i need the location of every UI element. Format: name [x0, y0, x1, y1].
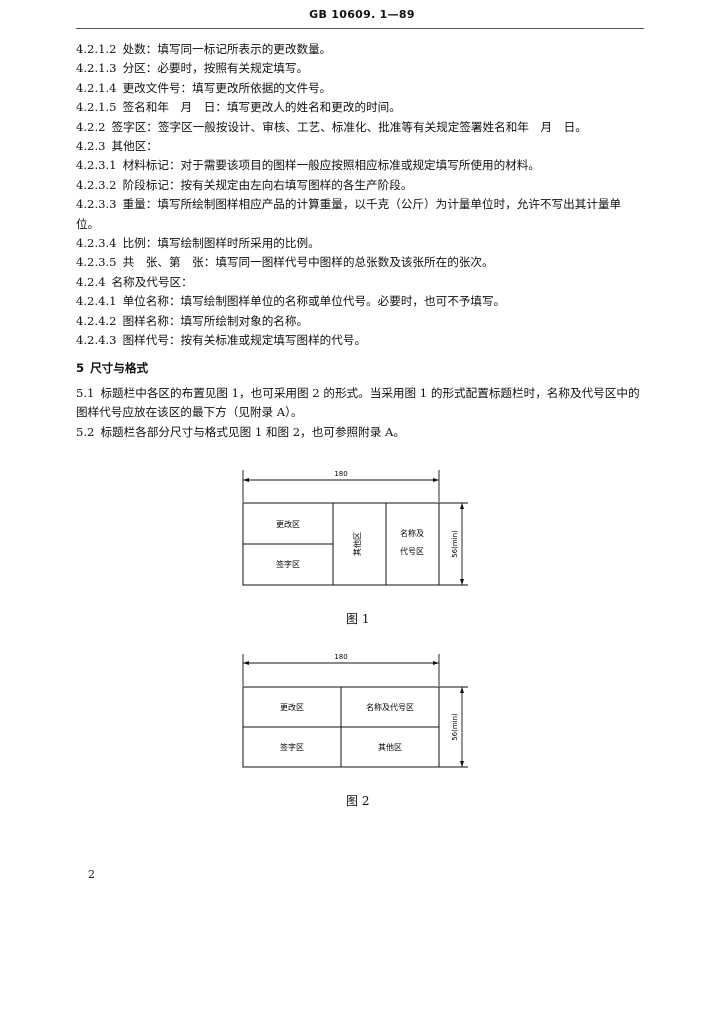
fig2-sign-zone: 签字区 — [280, 742, 304, 752]
fig2-width-dim: 180 — [334, 653, 347, 661]
fig1-sign-zone: 签字区 — [276, 559, 300, 569]
figure-2-diagram: 180 更改区 名称及代号区 签字区 其他区 56(min) — [242, 653, 468, 768]
figure-1-caption: 图 1 — [346, 612, 370, 626]
fig2-height-dim: 56(min) — [451, 713, 459, 741]
figure-2-caption: 图 2 — [346, 794, 370, 808]
fig2-change-zone: 更改区 — [280, 702, 304, 712]
fig1-width-dim: 180 — [334, 470, 347, 478]
fig2-name-zone: 名称及代号区 — [366, 702, 414, 712]
figure-1-diagram: 180 更改区 签字区 其他区 名称及 代号区 56(min) — [242, 470, 468, 586]
fig1-name-zone-line2: 代号区 — [400, 546, 424, 556]
fig1-height-dim: 56(min) — [451, 530, 459, 558]
page-number: 2 — [88, 868, 95, 881]
fig1-change-zone: 更改区 — [276, 519, 300, 529]
header-rule — [76, 28, 644, 29]
fig1-other-zone: 其他区 — [352, 532, 362, 556]
fig2-other-zone: 其他区 — [378, 742, 402, 752]
fig1-name-zone-line1: 名称及 — [400, 528, 424, 538]
document-header: GB 10609. 1—89 — [309, 8, 415, 21]
